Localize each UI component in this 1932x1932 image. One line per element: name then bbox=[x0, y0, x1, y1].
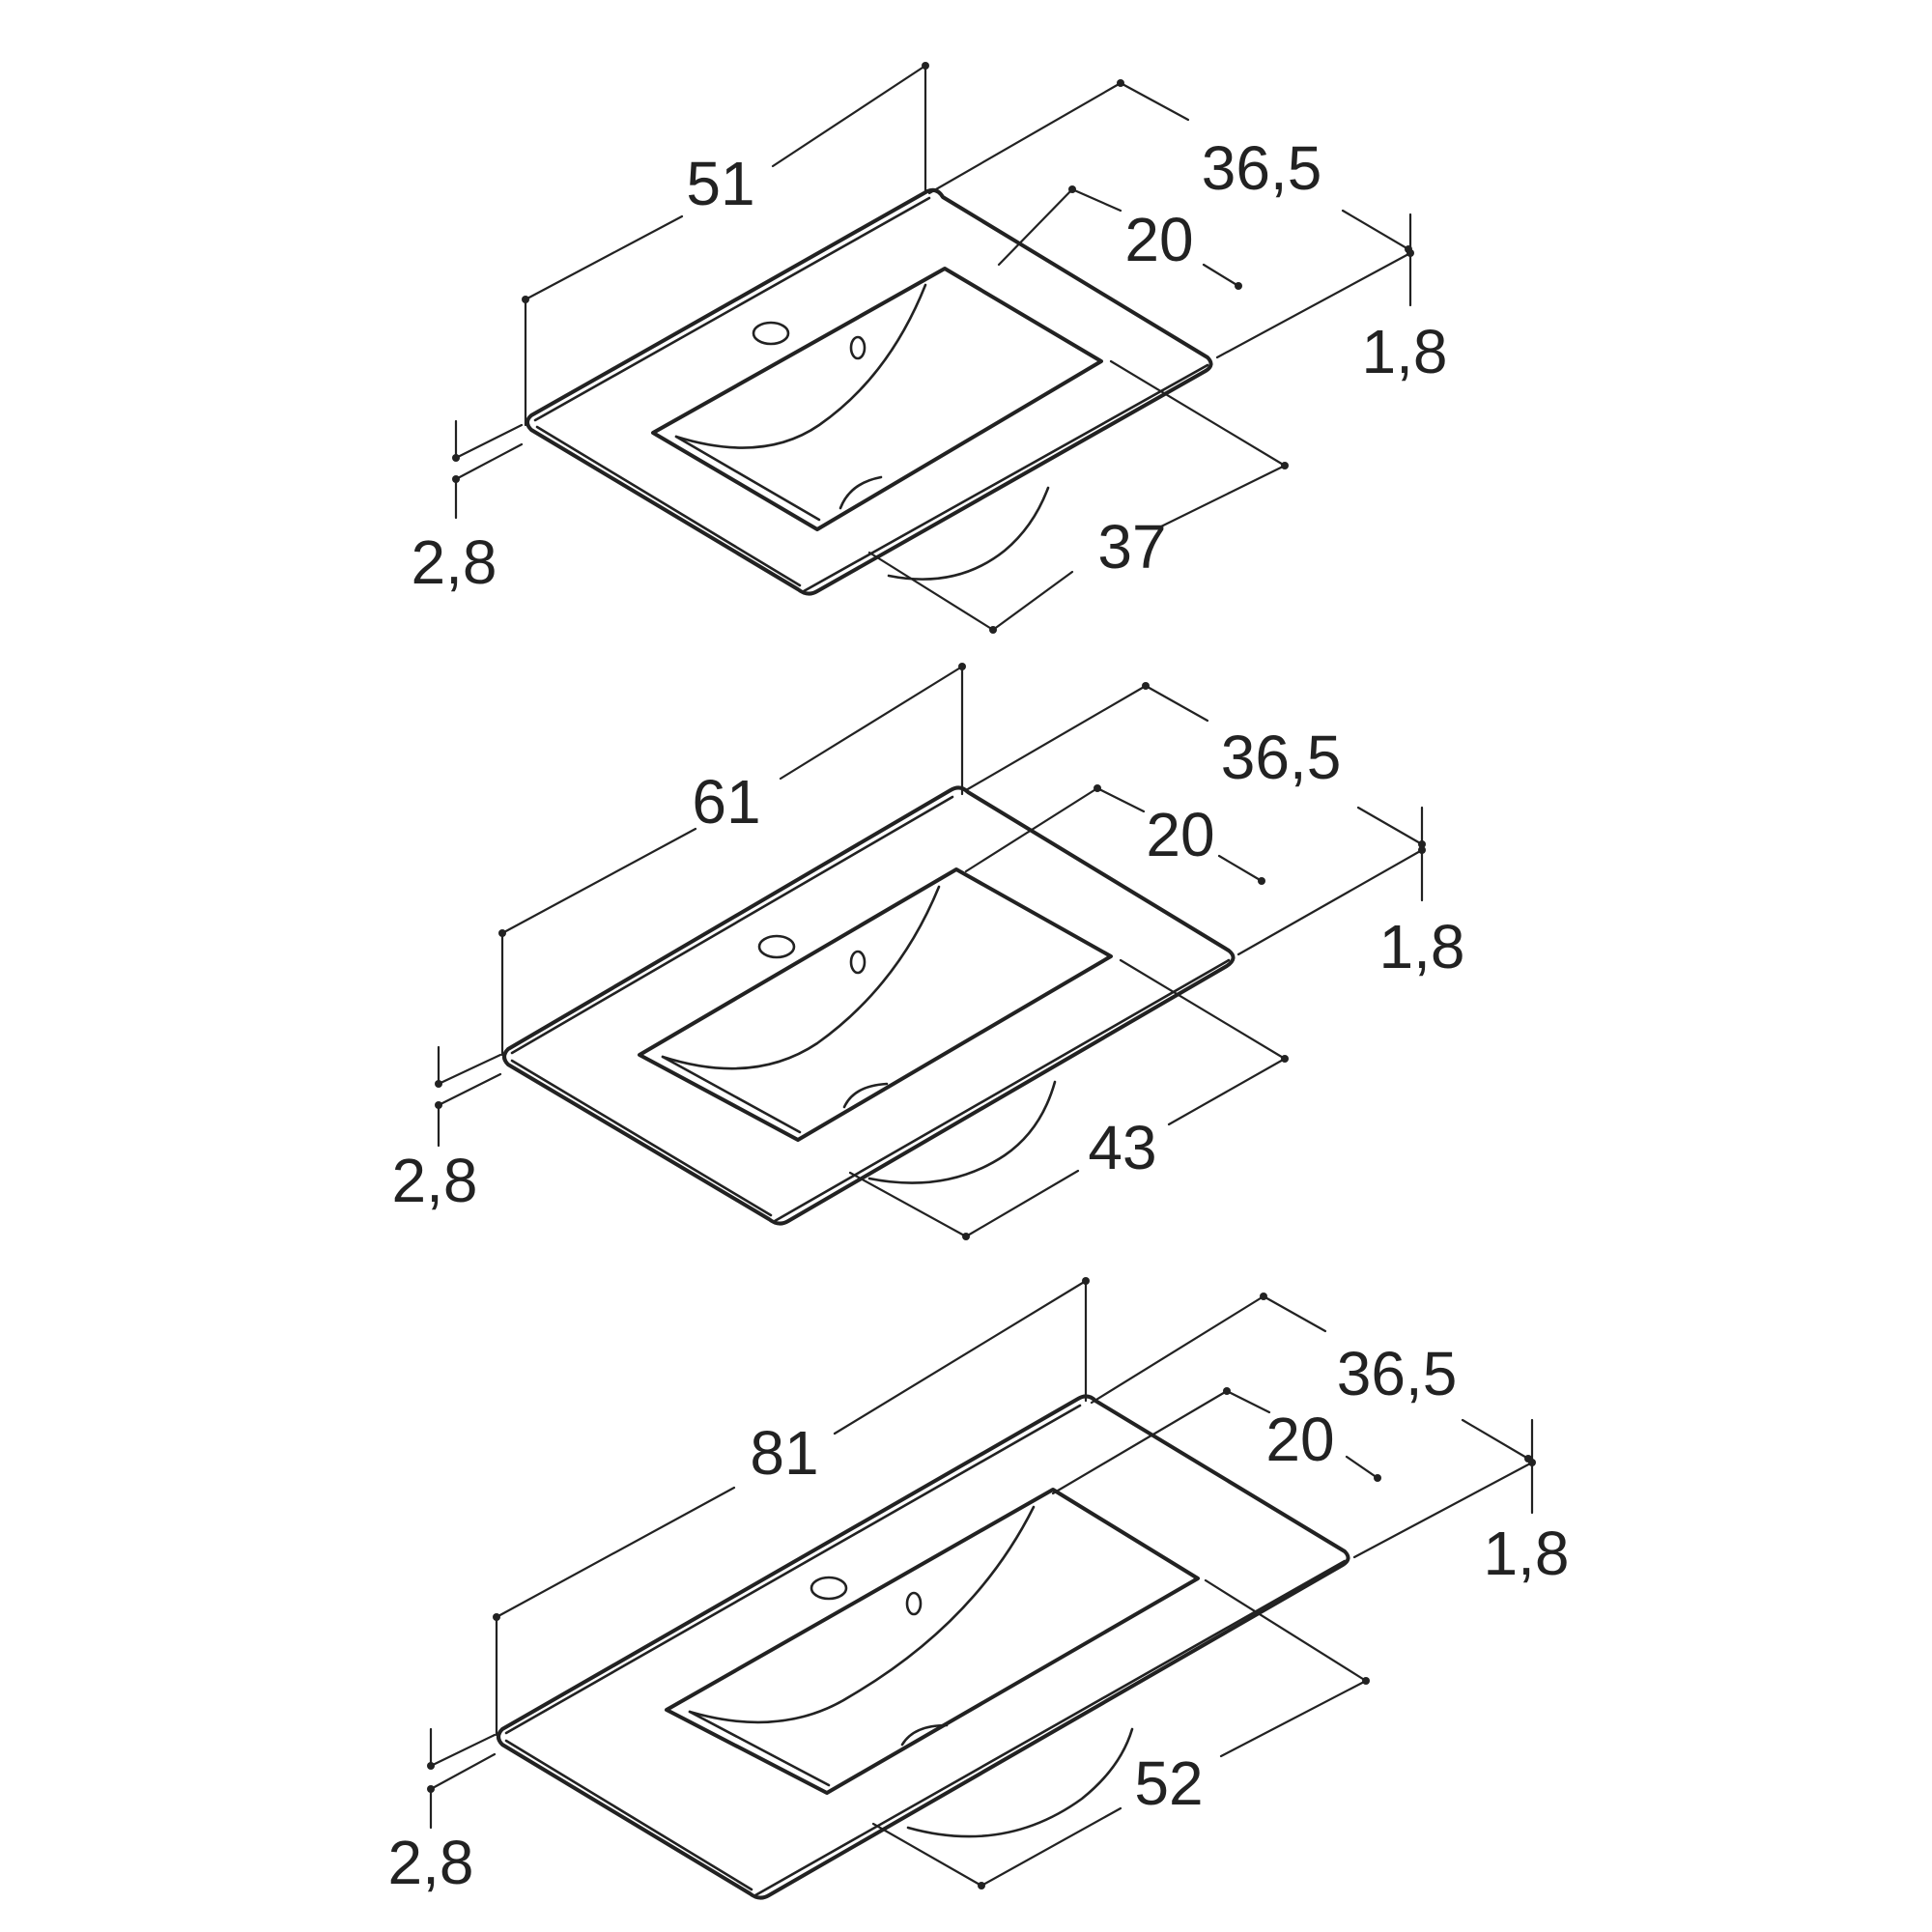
sink-81-drawing: 81 36,5 20 1,8 2,8 52 bbox=[388, 1277, 1570, 1900]
sink-81-bowl bbox=[665, 1488, 1200, 1838]
sink-81-bowl-label: 52 bbox=[1134, 1748, 1203, 1818]
sink-51-drawing: 51 36,5 20 1,8 2,8 37 bbox=[412, 62, 1448, 634]
sink-81-countertop bbox=[497, 1394, 1350, 1900]
sink-51-dimension-lines bbox=[452, 62, 1414, 634]
sink-81-dimension-lines bbox=[427, 1277, 1536, 1889]
sink-51-labels: 51 36,5 20 1,8 2,8 37 bbox=[412, 133, 1448, 597]
sink-61-faucet-label: 20 bbox=[1146, 800, 1214, 869]
sink-81-labels: 81 36,5 20 1,8 2,8 52 bbox=[388, 1339, 1570, 1897]
sink-61-edge-label: 2,8 bbox=[392, 1146, 478, 1215]
sink-61-dimension-lines bbox=[435, 663, 1426, 1240]
sink-61-depth-label: 36,5 bbox=[1221, 723, 1342, 792]
sink-51-width-label: 51 bbox=[686, 149, 754, 218]
sink-61-labels: 61 36,5 20 1,8 2,8 43 bbox=[392, 723, 1465, 1215]
sink-81-depth-label: 36,5 bbox=[1337, 1339, 1458, 1408]
sink-51-depth-label: 36,5 bbox=[1202, 133, 1322, 203]
sink-51-bowl bbox=[651, 267, 1103, 581]
sink-61-width-label: 61 bbox=[692, 767, 760, 837]
sink-51-deck-label: 1,8 bbox=[1362, 317, 1448, 386]
sink-61-deck-label: 1,8 bbox=[1379, 912, 1465, 981]
sink-51-bowl-label: 37 bbox=[1097, 512, 1166, 582]
sink-81-width-label: 81 bbox=[750, 1418, 818, 1488]
sink-81-edge-label: 2,8 bbox=[388, 1828, 474, 1897]
sink-51-faucet-label: 20 bbox=[1124, 205, 1193, 274]
sink-51-edge-label: 2,8 bbox=[412, 527, 497, 597]
sink-81-deck-label: 1,8 bbox=[1484, 1519, 1570, 1588]
sink-61-drawing: 61 36,5 20 1,8 2,8 43 bbox=[392, 663, 1465, 1240]
sink-61-bowl bbox=[638, 867, 1113, 1184]
sink-61-bowl-label: 43 bbox=[1088, 1113, 1156, 1182]
sink-81-faucet-label: 20 bbox=[1265, 1405, 1334, 1474]
